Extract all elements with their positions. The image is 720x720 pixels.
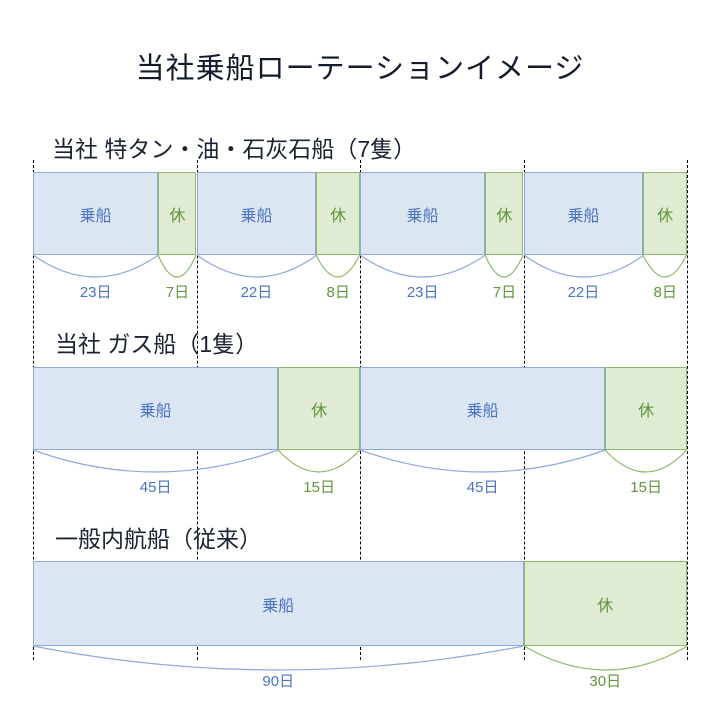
span-arc-tokutan-oil-limestone-0 [32, 254, 159, 281]
span-arc-tokutan-oil-limestone-7 [642, 254, 688, 281]
bar-label: 休 [330, 207, 347, 225]
bar-label: 休 [597, 597, 614, 615]
day-label-tokutan-oil-limestone-5: 7日 [492, 284, 517, 301]
day-label-gas-ship-3: 15日 [630, 479, 662, 496]
span-arc-gas-ship-1 [277, 449, 361, 476]
day-label-general-coastal-conventional-0: 90日 [262, 673, 295, 690]
grid-line-day-120 [687, 160, 688, 660]
bar-label: 乗船 [240, 207, 273, 225]
day-label-tokutan-oil-limestone-2: 22日 [240, 284, 273, 301]
day-label-gas-ship-2: 45日 [466, 479, 499, 496]
bar-tokutan-oil-limestone-work-4: 乗船 [360, 172, 486, 255]
day-label-tokutan-oil-limestone-7: 8日 [653, 284, 677, 301]
span-arc-general-coastal-conventional-1 [523, 645, 688, 674]
section-heading-tokutan-oil-limestone: 当社 特タン・油・石灰石船（7隻） [52, 136, 417, 162]
bar-tokutan-oil-limestone-work-6: 乗船 [523, 172, 644, 255]
span-arc-tokutan-oil-limestone-5 [484, 254, 525, 281]
bar-label: 休 [311, 402, 328, 420]
bar-label: 乗船 [139, 402, 172, 420]
bar-label: 休 [638, 402, 655, 420]
bar-label: 乗船 [466, 402, 499, 420]
bar-label: 乗船 [406, 207, 439, 225]
bar-label: 乗船 [567, 207, 600, 225]
day-label-general-coastal-conventional-1: 30日 [589, 673, 622, 690]
bar-tokutan-oil-limestone-rest-7: 休 [643, 172, 687, 255]
section-heading-general-coastal: 一般内航船（従来） [55, 526, 262, 552]
day-label-tokutan-oil-limestone-1: 7日 [165, 284, 190, 301]
bar-label: 休 [496, 207, 513, 225]
bar-label: 乗船 [262, 597, 295, 615]
day-label-tokutan-oil-limestone-0: 23日 [79, 284, 112, 301]
section-heading-gas-ship: 当社 ガス船（1隻） [55, 331, 259, 357]
bar-gas-ship-work-0: 乗船 [33, 367, 279, 450]
bar-label: 休 [657, 207, 674, 225]
day-label-tokutan-oil-limestone-4: 23日 [406, 284, 439, 301]
bar-tokutan-oil-limestone-work-0: 乗船 [33, 172, 159, 255]
bar-tokutan-oil-limestone-rest-5: 休 [485, 172, 524, 255]
bar-tokutan-oil-limestone-work-2: 乗船 [196, 172, 317, 255]
span-arc-tokutan-oil-limestone-4 [359, 254, 486, 281]
bar-general-coastal-conventional-work-0: 乗船 [33, 561, 524, 646]
span-arc-gas-ship-0 [32, 449, 279, 476]
day-label-tokutan-oil-limestone-3: 8日 [326, 284, 350, 301]
bar-label: 乗船 [79, 207, 112, 225]
bar-general-coastal-conventional-rest-1: 休 [523, 561, 687, 646]
span-arc-general-coastal-conventional-0 [32, 645, 524, 674]
bar-tokutan-oil-limestone-rest-3: 休 [316, 172, 360, 255]
day-label-gas-ship-0: 45日 [139, 479, 172, 496]
bar-gas-ship-rest-3: 休 [605, 367, 687, 450]
day-label-tokutan-oil-limestone-6: 22日 [567, 284, 600, 301]
bar-label: 休 [169, 207, 186, 225]
page-title: 当社乗船ローテーションイメージ [135, 53, 585, 85]
span-arc-tokutan-oil-limestone-3 [315, 254, 361, 281]
span-arc-gas-ship-3 [604, 449, 688, 476]
span-arc-gas-ship-2 [359, 449, 606, 476]
span-arc-tokutan-oil-limestone-1 [157, 254, 198, 281]
bar-gas-ship-rest-1: 休 [278, 367, 360, 450]
bar-gas-ship-work-2: 乗船 [360, 367, 606, 450]
bar-tokutan-oil-limestone-rest-1: 休 [158, 172, 197, 255]
day-label-gas-ship-1: 15日 [303, 479, 335, 496]
span-arc-tokutan-oil-limestone-6 [523, 254, 644, 281]
span-arc-tokutan-oil-limestone-2 [196, 254, 317, 281]
